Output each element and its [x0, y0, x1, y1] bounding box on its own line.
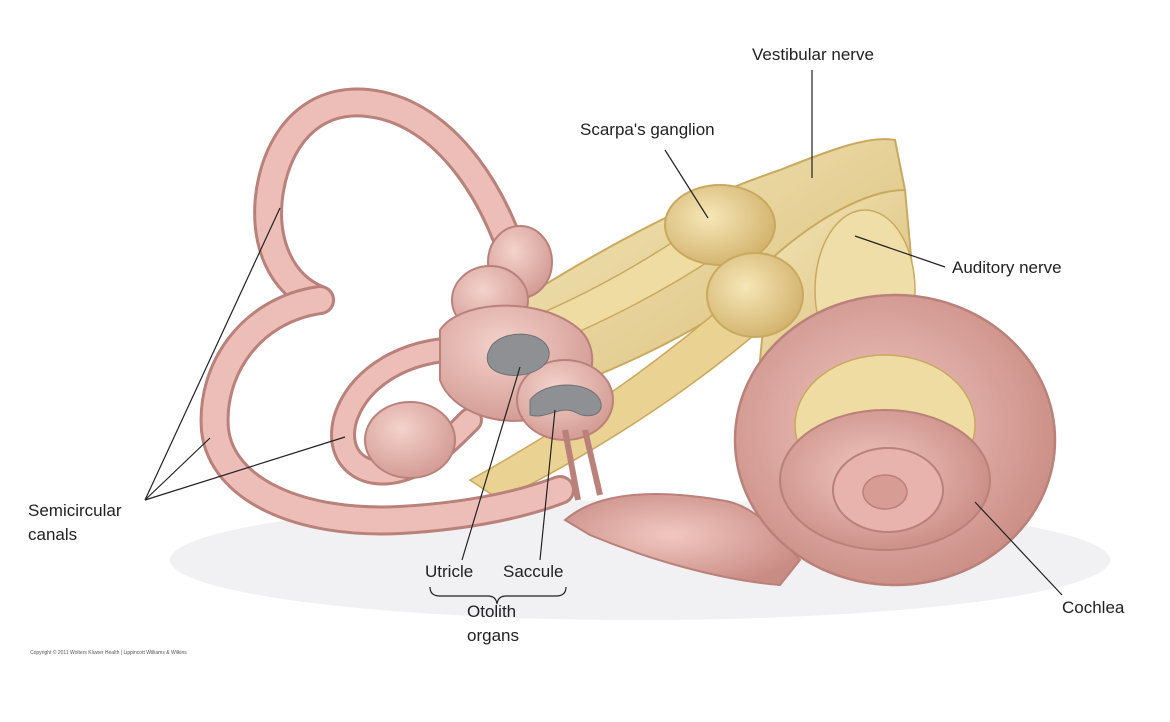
label-otolith-line2: organs	[467, 626, 519, 645]
leader-scarpa	[664, 149, 709, 219]
label-saccule: Saccule	[503, 562, 564, 581]
label-semicircular-canals-line2: canals	[28, 525, 78, 544]
label-auditory-nerve: Auditory nerve	[952, 258, 1062, 277]
label-cochlea: Cochlea	[1062, 598, 1125, 617]
ampulla-lateral	[364, 401, 456, 479]
utricle-macula	[486, 333, 550, 376]
leader-auditory	[854, 235, 946, 268]
saccule-macula	[529, 384, 602, 417]
leader-saccule	[539, 409, 556, 561]
leader-semicircular-1	[144, 207, 281, 501]
label-utricle: Utricle	[425, 562, 474, 581]
leader-semicircular-3	[144, 436, 346, 501]
leader-lines	[144, 70, 1063, 605]
otolith-brace	[429, 586, 567, 605]
leader-utricle	[461, 366, 521, 561]
copyright-notice: Copyright © 2011 Wolters Kluwer Health |…	[30, 650, 187, 656]
cochlea-apex	[862, 474, 908, 510]
leader-cochlea	[974, 501, 1063, 596]
ductus-reuniens	[562, 429, 603, 501]
label-semicircular-canals-line1: Semicircular	[28, 501, 122, 520]
cochlea	[563, 293, 1057, 587]
label-vestibular-nerve: Vestibular nerve	[752, 45, 874, 64]
vestibule	[364, 225, 614, 501]
leader-semicircular-2	[144, 437, 211, 501]
label-scarpas-ganglion: Scarpa's ganglion	[580, 120, 715, 139]
label-otolith-line1: Otolith	[467, 602, 517, 621]
scarpas-ganglion-lower	[706, 252, 804, 338]
